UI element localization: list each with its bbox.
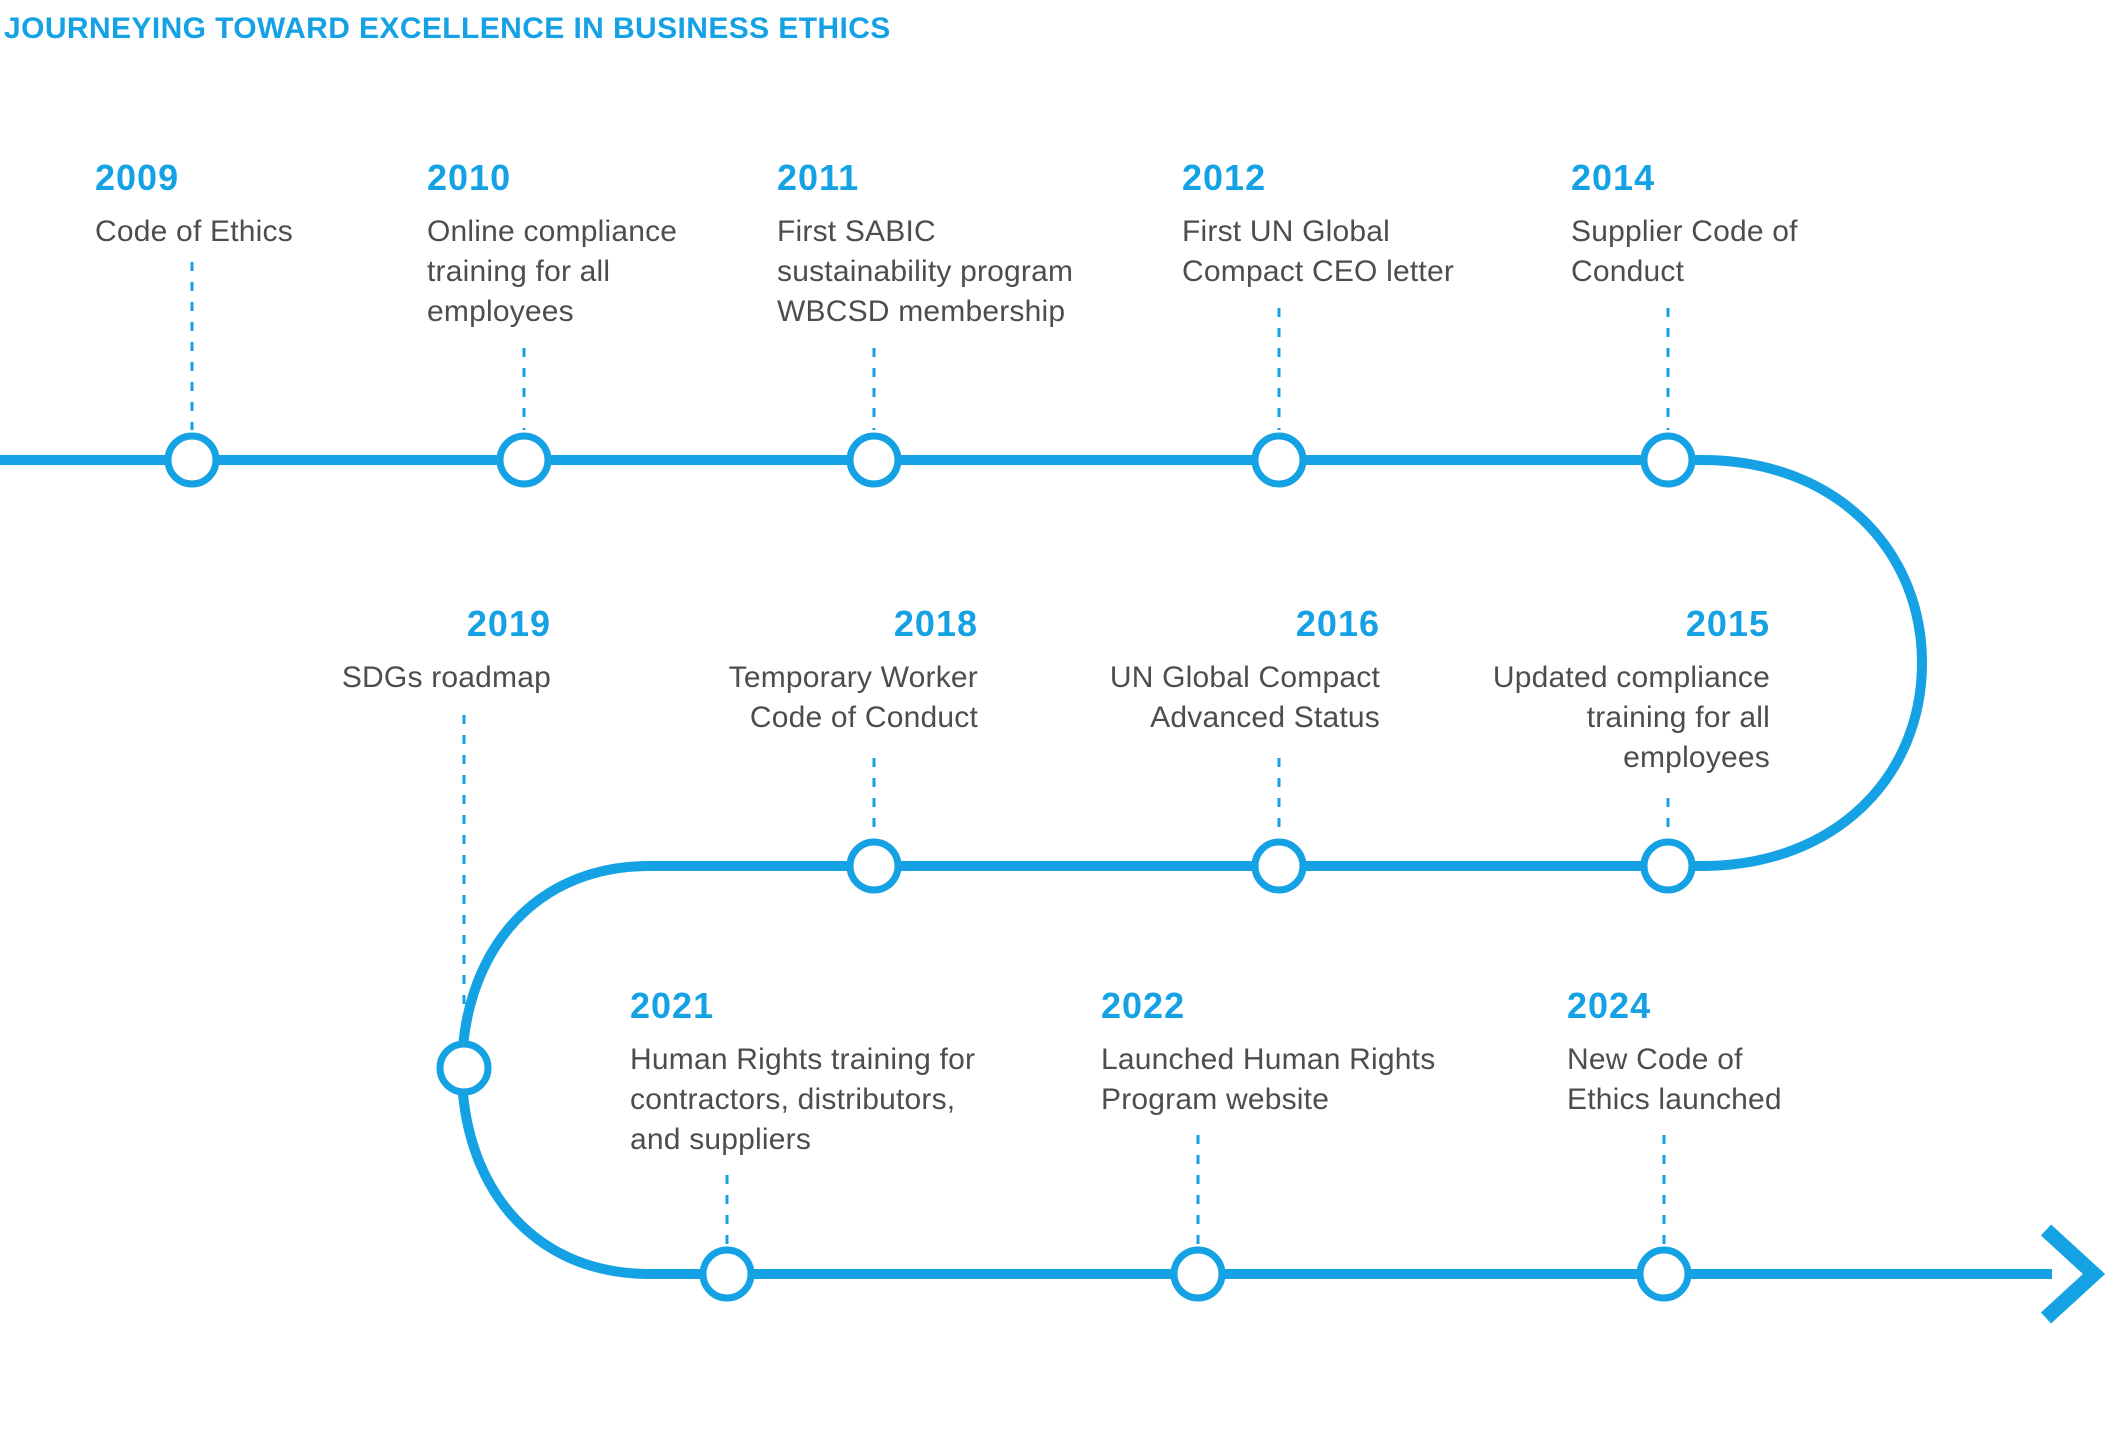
milestone-year: 2010 [427,157,512,198]
milestone-year: 2018 [893,603,978,644]
milestone-text: First UN Global Compact CEO letter [1182,215,1455,288]
node-2018 [846,838,902,894]
node-2010 [496,432,552,488]
milestone-2010: 2010 Online compliance training for all … [427,156,677,332]
milestone-2015: 2015 Updated compliance training for all… [1493,602,1770,778]
milestone-2009: 2009 Code of Ethics [95,156,293,252]
milestone-2022: 2022 Launched Human Rights Program websi… [1101,984,1435,1120]
milestone-2021: 2021 Human Rights training for contracto… [630,984,975,1160]
milestone-year: 2012 [1182,157,1267,198]
milestone-text: Updated compliance training for all empl… [1492,661,1770,774]
milestone-text: UN Global Compact Advanced Status [1109,661,1380,734]
milestone-text: Launched Human Rights Program website [1101,1043,1436,1116]
milestone-year: 2021 [630,985,715,1026]
node-2016 [1251,838,1307,894]
milestone-year: 2016 [1295,603,1380,644]
arrowhead-icon [2040,1224,2106,1324]
milestone-2018: 2018 Temporary Worker Code of Conduct [729,602,978,738]
milestone-text: Code of Ethics [95,215,293,248]
milestone-2016: 2016 UN Global Compact Advanced Status [1110,602,1380,738]
milestone-year: 2024 [1567,985,1652,1026]
milestone-2012: 2012 First UN Global Compact CEO letter [1182,156,1454,292]
milestone-2014: 2014 Supplier Code of Conduct [1571,156,1798,292]
node-2014 [1640,432,1696,488]
node-2022 [1170,1246,1226,1302]
milestone-2024: 2024 New Code of Ethics launched [1567,984,1782,1120]
milestone-text: New Code of Ethics launched [1567,1043,1782,1116]
milestone-2011: 2011 First SABIC sustainability program … [777,156,1073,332]
milestone-text: Online compliance training for all emplo… [427,215,678,328]
milestone-text: First SABIC sustainability program WBCSD… [777,215,1074,328]
node-2009 [164,432,220,488]
milestone-2019: 2019 SDGs roadmap [342,602,551,698]
node-2011 [846,432,902,488]
timeline-path [0,455,2052,1279]
milestone-text: Temporary Worker Code of Conduct [728,661,978,734]
milestone-year: 2019 [466,603,551,644]
page-title: JOURNEYING TOWARD EXCELLENCE IN BUSINESS… [4,12,891,45]
milestone-text: Supplier Code of Conduct [1571,215,1798,288]
node-2019 [436,1040,492,1096]
milestone-text: Human Rights training for contractors, d… [630,1043,976,1156]
milestone-year: 2014 [1571,157,1656,198]
milestone-year: 2022 [1101,985,1186,1026]
node-2021 [699,1246,755,1302]
milestone-year: 2015 [1685,603,1770,644]
node-2015 [1640,838,1696,894]
milestone-year: 2011 [777,157,860,198]
node-2024 [1636,1246,1692,1302]
milestone-year: 2009 [95,157,180,198]
milestone-text: SDGs roadmap [341,661,551,694]
node-2012 [1251,432,1307,488]
